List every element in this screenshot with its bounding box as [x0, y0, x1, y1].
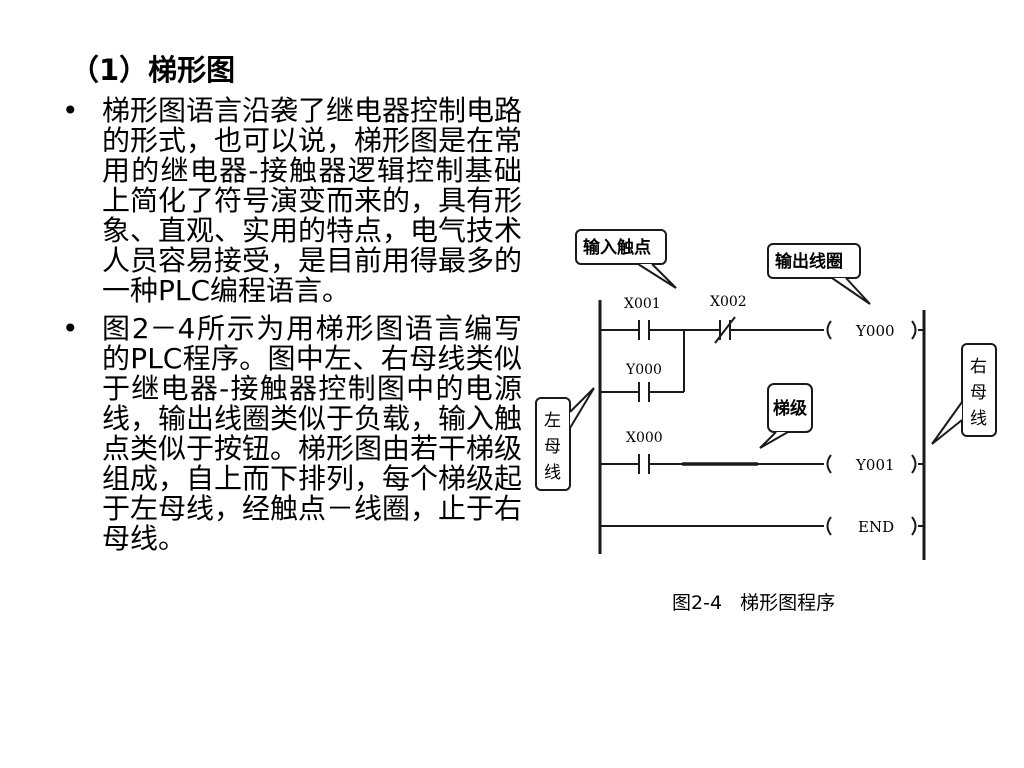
rung-end: [600, 516, 924, 536]
branch-y000: [600, 330, 685, 402]
contact-label-x001: X001: [624, 296, 661, 312]
callout-output-coil: 输出线圈: [775, 251, 843, 272]
slide-heading: （1）梯形图: [70, 53, 236, 87]
contact-label-x002: X002: [710, 294, 747, 310]
rung-2: [600, 454, 924, 474]
ladder-diagram-figure: X001 X002 Y000 X000 Y000 Y001 END 输入触点 输…: [528, 222, 1008, 632]
bullet-item: • 梯形图语言沿袭了继电器控制电路的形式，也可以说，梯形图是在常用的继电器-接触…: [62, 96, 522, 306]
y000-coil-right: [911, 320, 917, 340]
callout-left-bus-shape: [535, 387, 595, 491]
callout-right-bus-shape: [931, 343, 997, 445]
end-coil-right: [911, 516, 917, 536]
contact-label-x000: X000: [626, 430, 663, 446]
figure-caption: 图2-4 梯形图程序: [672, 592, 835, 614]
bullet-text: 图2－4所示为用梯形图语言编写的PLC程序。图中左、右母线类似于继电器-接触器控…: [102, 312, 523, 555]
coil-label-y001: Y001: [855, 456, 895, 474]
coil-label-y000: Y000: [855, 322, 895, 340]
coil-label-end: END: [858, 518, 894, 536]
callout-rung-shape: [759, 383, 813, 449]
bullet-item: • 图2－4所示为用梯形图语言编写的PLC程序。图中左、右母线类似于继电器-接触…: [62, 314, 522, 554]
callout-rung: 梯级: [773, 398, 807, 419]
bullet-marker: •: [62, 312, 79, 345]
y001-coil-right: [911, 454, 917, 474]
contact-label-y000: Y000: [625, 362, 662, 378]
callout-left-bus: 左母线: [544, 411, 561, 483]
callout-right-bus: 右母线: [970, 357, 987, 429]
y001-coil-left: [826, 454, 832, 474]
y000-coil-left: [826, 320, 832, 340]
bullet-marker: •: [62, 94, 79, 127]
bullet-list: • 梯形图语言沿袭了继电器控制电路的形式，也可以说，梯形图是在常用的继电器-接触…: [62, 96, 522, 562]
bullet-text: 梯形图语言沿袭了继电器控制电路的形式，也可以说，梯形图是在常用的继电器-接触器逻…: [102, 94, 523, 307]
callout-input-contact: 输入触点: [583, 237, 651, 258]
ladder-diagram: X001 X002 Y000 X000 Y000 Y001 END 输入触点 输…: [535, 229, 997, 614]
callout-output-coil-shape: [767, 243, 871, 305]
end-coil-left: [826, 516, 832, 536]
callout-input-contact-shape: [575, 229, 677, 289]
x002-nc-slash: [714, 316, 736, 344]
